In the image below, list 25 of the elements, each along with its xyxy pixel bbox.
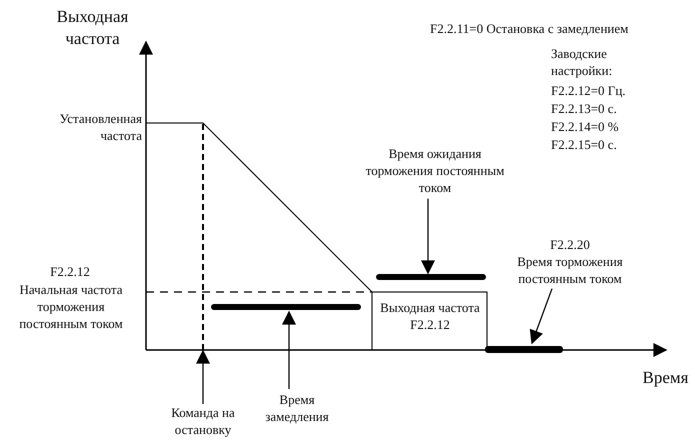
time-bar: [211, 304, 361, 310]
annotation-text: F2.2.20: [549, 237, 591, 254]
time-bar: [485, 346, 563, 353]
dashed-guide-line: [202, 124, 204, 350]
setting-value: F2.2.12=0 Гц.: [551, 83, 627, 100]
leader-arrow: [196, 350, 210, 404]
setting-value: F2.2.13=0 с.: [551, 101, 618, 118]
annotation-text: Время ожидания торможения постоянным током: [360, 146, 510, 197]
axis-value-label: Установленная частота: [58, 111, 142, 145]
axis-value-label: Начальная частота торможения постоянным током: [18, 282, 124, 333]
parameter-code: F2.2.12: [49, 264, 91, 281]
setting-value: F2.2.15=0 с.: [551, 137, 618, 154]
annotation-text: Команда на остановку: [155, 405, 251, 439]
region-label: Выходная частота F2.2.12: [379, 300, 481, 334]
leader-arrow: [421, 198, 435, 274]
annotation-text: Время замедления: [262, 392, 332, 426]
setting-value: F2.2.14=0 %: [551, 119, 620, 136]
mode-note: F2.2.11=0 Остановка с замедлением: [430, 21, 630, 38]
settings-heading: Заводские настройки:: [551, 46, 614, 80]
time-bar: [376, 274, 486, 280]
leader-arrow: [282, 310, 296, 389]
axis-title: Время: [642, 367, 690, 389]
annotation-text: Время торможения постоянным током: [516, 254, 624, 288]
axis-title: Выходная частота: [56, 6, 130, 50]
leader-arrow: [530, 288, 553, 344]
